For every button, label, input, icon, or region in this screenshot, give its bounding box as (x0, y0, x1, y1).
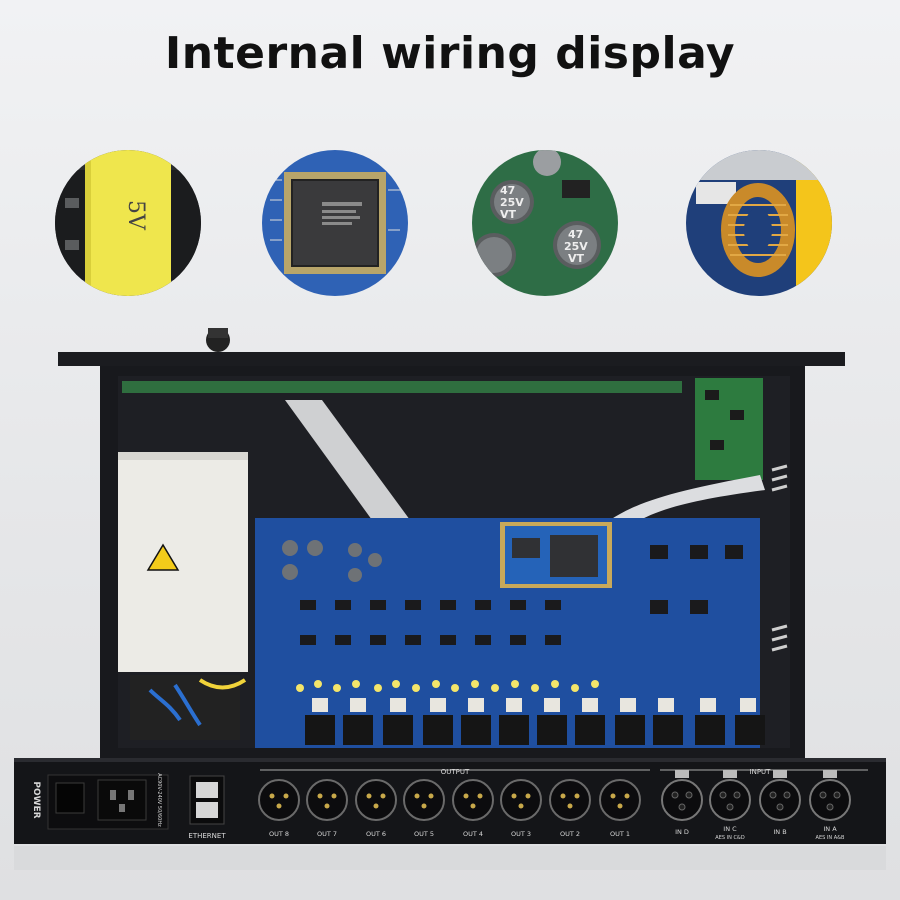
warning-icon (146, 543, 180, 571)
input-label-in-d: IN D (675, 828, 689, 836)
input-connector-in-c[interactable] (709, 770, 751, 821)
output-label-out-5: OUT 5 (414, 830, 434, 838)
input-label-in-c: IN C (723, 825, 737, 833)
output-connector-out-6[interactable] (355, 779, 397, 821)
output-label-out-2: OUT 2 (560, 830, 580, 838)
input-connector-in-b[interactable] (759, 770, 801, 821)
power-inlet[interactable] (97, 779, 147, 821)
input-connector-in-a[interactable] (809, 770, 851, 821)
transformer-label: 5V (123, 200, 148, 231)
side-vents (771, 464, 788, 652)
ethernet-port-2[interactable] (196, 802, 218, 818)
cap-label-1-line-3: VT (500, 208, 517, 221)
cap-label-1-line-1: 47 (500, 184, 515, 197)
floor-reflection (14, 846, 886, 870)
input-label-in-b: IN B (773, 828, 786, 836)
capacitors-image: 47 25V VT 47 25V VT (472, 150, 618, 296)
output-connector-out-5[interactable] (403, 779, 445, 821)
cap-label-2-line-2: 25V (564, 240, 588, 253)
power-supply (118, 452, 248, 672)
closeup-transformer: 5V (55, 150, 201, 296)
ethernet-port-1[interactable] (196, 782, 218, 798)
input-sublabel-in-a: AES IN A&B (816, 835, 845, 841)
output-label-out-8: OUT 8 (269, 830, 289, 838)
chassis-lid (58, 352, 845, 366)
output-label-out-4: OUT 4 (463, 830, 483, 838)
input-header: INPUT (750, 768, 772, 776)
output-connector-out-3[interactable] (500, 779, 542, 821)
input-label-in-a: IN A (823, 825, 837, 833)
output-label-out-3: OUT 3 (511, 830, 531, 838)
input-connectors (661, 770, 851, 821)
output-connectors (258, 779, 641, 821)
transformer-image: 5V (55, 150, 201, 296)
output-label-out-1: OUT 1 (610, 830, 630, 838)
ribbon-cable-2 (610, 475, 765, 530)
output-connector-out-1[interactable] (599, 779, 641, 821)
output-connector-out-2[interactable] (549, 779, 591, 821)
closeup-capacitors: 47 25V VT 47 25V VT (472, 150, 618, 296)
input-sublabel-in-c: AES IN C&D (715, 835, 745, 841)
page-title: Internal wiring display (164, 28, 736, 79)
output-connector-out-7[interactable] (306, 779, 348, 821)
input-connector-in-d[interactable] (661, 770, 703, 821)
power-label: POWER (31, 781, 41, 818)
output-connector-out-8[interactable] (258, 779, 300, 821)
cap-label-1-line-2: 25V (500, 196, 524, 209)
closeup-dsp-chip (262, 150, 408, 296)
voltage-label: AC90V-240V 50/60Hz (156, 773, 162, 827)
cap-label-2-line-1: 47 (568, 228, 583, 241)
output-label-out-6: OUT 6 (366, 830, 386, 838)
power-switch[interactable] (55, 782, 85, 814)
output-label-out-7: OUT 7 (317, 830, 337, 838)
chip-image (262, 150, 408, 296)
ethernet-label: ETHERNET (188, 832, 226, 840)
output-header: OUTPUT (441, 768, 470, 776)
cap-label-2-line-3: VT (568, 252, 585, 265)
ribbon-cable-1 (285, 400, 410, 520)
output-connector-out-4[interactable] (452, 779, 494, 821)
